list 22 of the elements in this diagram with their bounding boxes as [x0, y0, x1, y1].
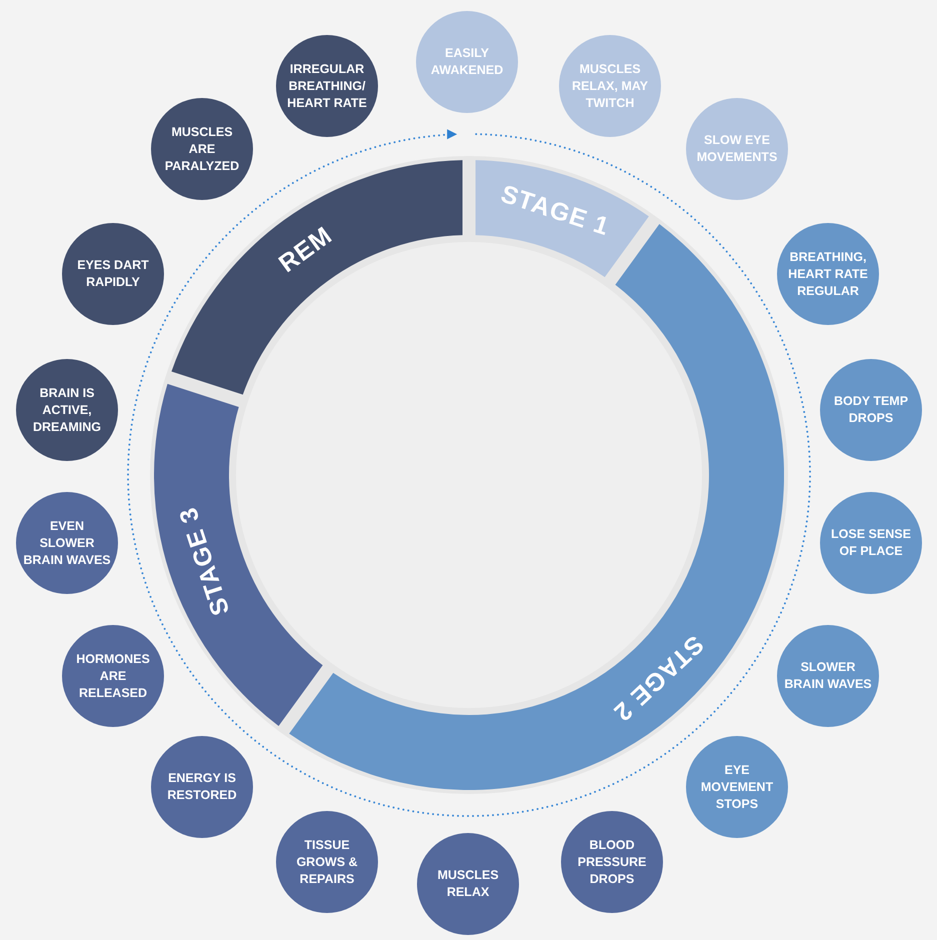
trait-text: MUSCLES ARE PARALYZED: [164, 124, 240, 174]
trait-text: BLOOD PRESSURE DROPS: [576, 836, 648, 888]
trait-text: BODY TEMP DROPS: [832, 393, 910, 427]
trait-text: EYES DART RAPIDLY: [76, 257, 150, 291]
trait-text: MUSCLES RELAX, MAY TWITCH: [571, 60, 649, 112]
trait-text: BREATHING, HEART RATE REGULAR: [787, 248, 869, 300]
trait-text: SLOW EYE MOVEMENTS: [696, 132, 778, 166]
trait-text: TISSUE GROWS & REPAIRS: [295, 836, 359, 888]
trait-text: MUSCLES RELAX: [436, 867, 500, 901]
trait-text: SLOWER BRAIN WAVES: [783, 659, 873, 693]
stage-segment: [475, 160, 649, 278]
trait-text: EASILY AWAKENED: [430, 45, 504, 79]
stage-label: STAGE 1: [498, 182, 612, 240]
trait-text: BRAIN IS ACTIVE, DREAMING: [32, 384, 102, 436]
trait-text: ENERGY IS RESTORED: [166, 770, 238, 804]
trait-text: EYE MOVEMENT STOPS: [700, 762, 774, 812]
trait-text: LOSE SENSE OF PLACE: [830, 526, 912, 560]
trait-text: EVEN SLOWER BRAIN WAVES: [22, 518, 112, 568]
trait-text: IRREGULAR BREATHING/ HEART RATE: [286, 60, 368, 112]
trait-text: HORMONES ARE RELEASED: [75, 650, 151, 702]
stage-segment: [154, 383, 323, 726]
stage-label: STAGE 3: [176, 504, 234, 618]
